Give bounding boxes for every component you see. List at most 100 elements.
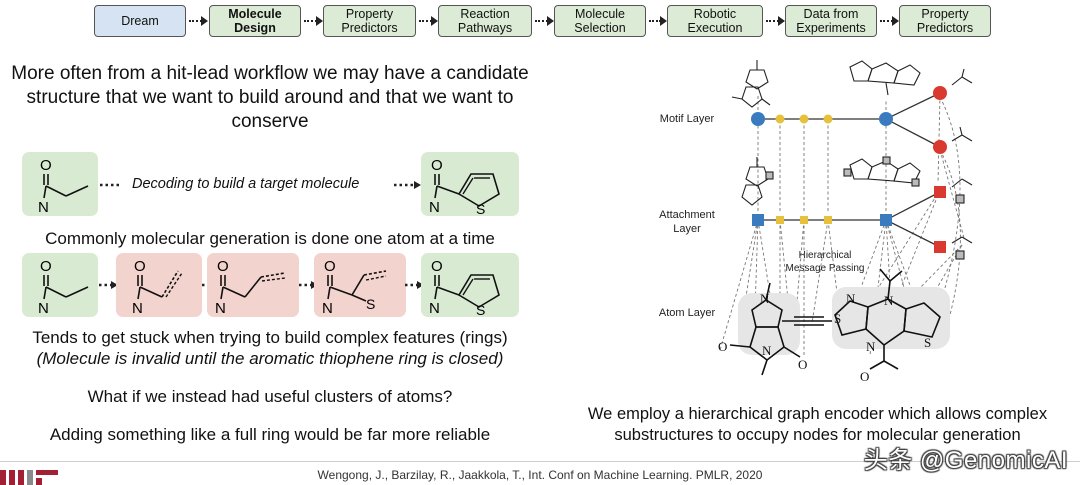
workflow-step-reaction-pathways: Reaction Pathways — [438, 5, 532, 37]
step-box-3: O N — [207, 253, 299, 317]
partial-molecule-3: O N — [215, 258, 286, 317]
nitrogen-label: N — [215, 300, 226, 317]
sulfur-label: S — [476, 201, 485, 216]
reliable-line: Adding something like a full ring would … — [49, 425, 491, 444]
hierarchical-graph-figure: N O O N S N N O S N — [718, 60, 973, 384]
atom-n-label: N — [846, 291, 856, 306]
dotted-arrow — [99, 281, 118, 289]
atom-o-label: O — [860, 369, 869, 384]
motif-node-blue — [879, 112, 893, 126]
nitrogen-label: N — [322, 300, 333, 317]
workflow-connector — [304, 20, 317, 22]
attachment-node-red — [934, 241, 946, 253]
sulfur-label: S — [366, 296, 375, 312]
attachment-layer-label: Attachment Layer — [659, 209, 715, 235]
workflow-arrowhead — [892, 16, 899, 26]
figure-caption: We employ a hierarchical graph encoder w… — [587, 405, 1048, 444]
atom-n-label: N — [866, 339, 876, 354]
attachment-node-blue — [880, 214, 892, 226]
workflow-connector — [766, 20, 779, 22]
atom-n-label: N — [884, 293, 894, 308]
workflow-step-property-predictors: Property Predictors — [323, 5, 416, 37]
workflow-step-dream: Dream — [94, 5, 186, 37]
atom-o-label: O — [798, 357, 807, 372]
dotted-arrow — [100, 183, 120, 187]
atom-s-label: S — [924, 335, 931, 350]
oxygen-label: O — [40, 157, 52, 174]
watermark: 头条 @GenomicAI — [863, 447, 1068, 474]
motif-structures — [731, 60, 973, 142]
workflow-step-robotic-execution: Robotic Execution — [667, 5, 763, 37]
attachment-node-yellow — [824, 216, 832, 224]
workflow-step-label: Robotic Execution — [687, 7, 743, 35]
invalid-line: (Molecule is invalid until the aromatic … — [36, 349, 504, 368]
workflow-step-label: Molecule Selection — [574, 7, 626, 35]
atom-n-label: N — [762, 343, 772, 358]
oxygen-label: O — [134, 258, 146, 275]
motif-node-yellow — [799, 114, 809, 124]
acetamide-fragment: O N — [38, 157, 89, 216]
workflow-step-molecule-selection: Molecule Selection — [554, 5, 646, 37]
target-molecule-box: O N S — [421, 152, 519, 216]
partial-molecule-4: O N S — [322, 258, 387, 317]
motif-layer-label: Motif Layer — [659, 113, 715, 125]
step-box-5: O N S — [421, 253, 519, 317]
dotted-arrow — [394, 181, 421, 189]
workflow-step-molecule-design: Molecule Design — [209, 5, 301, 37]
oxygen-label: O — [40, 258, 52, 275]
atom-by-atom-line: Commonly molecular generation is done on… — [45, 229, 495, 248]
attachment-node-red — [934, 186, 946, 198]
workflow-step-label: Property Predictors — [916, 7, 974, 35]
motif-node-red — [933, 86, 947, 100]
oxygen-label: O — [431, 157, 443, 174]
attachment-layer-graph — [752, 186, 946, 253]
hierarchical-message-passing-label: Hierarchical Message Passing — [785, 250, 865, 274]
sulfur-label: S — [476, 302, 485, 317]
workflow-connector — [880, 20, 893, 22]
motif-node-yellow — [775, 114, 785, 124]
decoding-label: Decoding to build a target molecule — [132, 176, 360, 192]
atom-layer-molecule: N O O N S N N O S N — [718, 268, 950, 384]
atom-o-label: O — [718, 339, 727, 354]
workflow-arrowhead — [316, 16, 323, 26]
stuck-line: Tends to get stuck when trying to build … — [32, 328, 508, 347]
motif-node-yellow — [823, 114, 833, 124]
workflow-step-data-from-experiments: Data from Experiments — [785, 5, 877, 37]
attachment-node-yellow — [800, 216, 808, 224]
step-box-1: O N — [22, 253, 98, 317]
footer-divider — [0, 461, 1080, 462]
dotted-arrow — [405, 281, 424, 289]
workflow-step-label: Molecule Design — [228, 7, 282, 35]
workflow-arrowhead — [201, 16, 208, 26]
workflow-step-property-predictors-final: Property Predictors — [899, 5, 991, 37]
question-line: What if we instead had useful clusters o… — [87, 387, 453, 406]
workflow-connector — [419, 20, 432, 22]
workflow-connector — [535, 20, 548, 22]
step-box-4: O N S — [314, 253, 406, 317]
thiophene-amide-molecule: O N S — [429, 157, 500, 216]
acetamide-fragment: O N — [38, 258, 89, 317]
attachment-structures — [741, 156, 973, 260]
workflow-connector — [649, 20, 661, 22]
oxygen-label: O — [431, 258, 443, 275]
nitrogen-label: N — [38, 199, 49, 216]
workflow-step-label: Property Predictors — [341, 7, 398, 35]
thiophene-amide-molecule: O N S — [429, 258, 500, 317]
attachment-node-blue — [752, 214, 764, 226]
nitrogen-label: N — [38, 300, 49, 317]
workflow-arrowhead — [431, 16, 438, 26]
nitrogen-label: N — [429, 199, 440, 216]
left-heading: More often from a hit-lead workflow we m… — [11, 63, 529, 132]
workflow-arrowhead — [660, 16, 667, 26]
start-fragment-box: O N — [22, 152, 98, 216]
nitrogen-label: N — [132, 300, 143, 317]
citation: Wengong, J., Barzilay, R., Jaakkola, T.,… — [317, 468, 763, 482]
partial-molecule-2: O N — [132, 258, 183, 317]
oxygen-label: O — [217, 258, 229, 275]
motif-node-blue — [751, 112, 765, 126]
workflow-arrowhead — [547, 16, 554, 26]
nitrogen-label: N — [429, 300, 440, 317]
attachment-node-yellow — [776, 216, 784, 224]
workflow-arrowhead — [778, 16, 785, 26]
atom-s-label: S — [834, 311, 841, 326]
